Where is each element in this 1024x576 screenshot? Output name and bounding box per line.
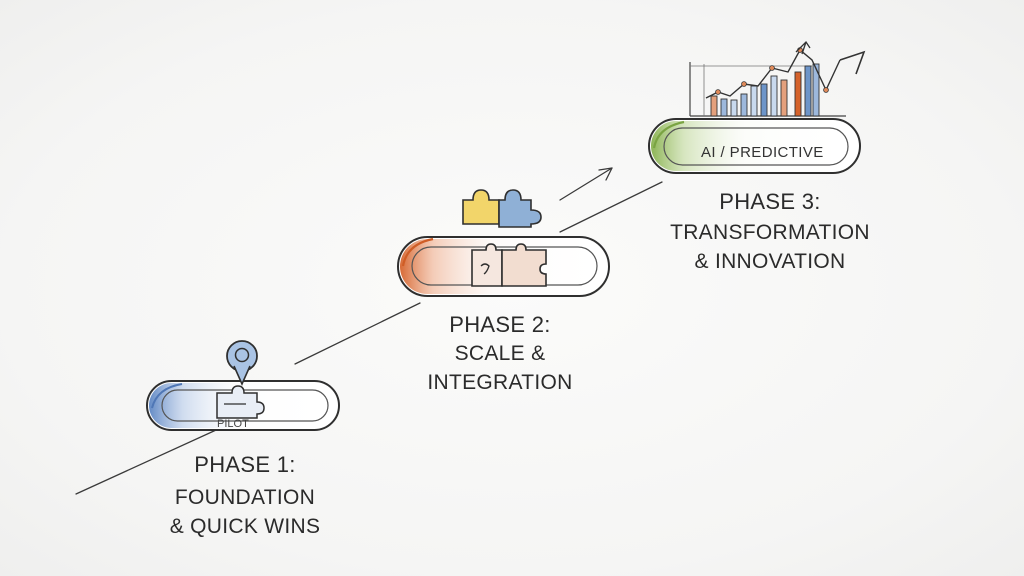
puzzle-pieces-icon (462, 189, 547, 287)
phase-3-line-1: TRANSFORMATION (670, 221, 870, 244)
phase-1-line-2: & QUICK WINS (169, 515, 321, 538)
progression-line (75, 167, 663, 495)
pill-text-phase-3: AI / PREDICTIVE (701, 144, 824, 161)
growth-chart-icon (689, 40, 866, 117)
phase-3-line-2: & INNOVATION (694, 250, 846, 273)
phase-2-label: PHASE 2: SCALE & INTEGRATION (400, 310, 600, 397)
pill-text-phase-1: PILOT (217, 418, 249, 430)
phase-2-line-1: SCALE & (454, 342, 546, 365)
phase-3-title: PHASE 3: (719, 189, 821, 214)
phase-2-title: PHASE 2: (449, 312, 551, 337)
phase-1-line-1: FOUNDATION (174, 486, 316, 509)
phase-1-title: PHASE 1: (194, 452, 296, 477)
phase-3-pill: AI / PREDICTIVE (648, 118, 861, 174)
phase-2-line-2: INTEGRATION (427, 371, 573, 394)
phase-3-label: PHASE 3: TRANSFORMATION & INNOVATION (660, 187, 880, 276)
map-pin-puzzle-icon: PILOT (216, 340, 265, 430)
phase-1-label: PHASE 1: FOUNDATION & QUICK WINS (150, 450, 340, 541)
